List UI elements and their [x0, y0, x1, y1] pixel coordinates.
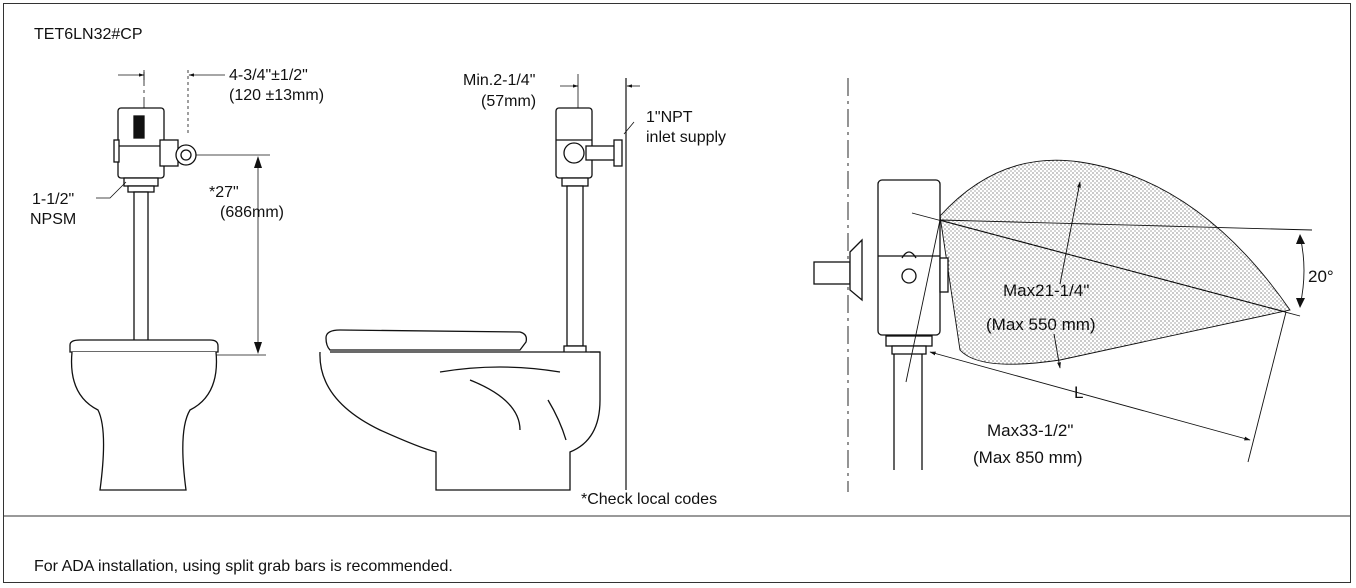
height-dimension: *27" — [209, 184, 239, 201]
model-number: TET6LN32#CP — [34, 26, 143, 43]
angle-label: 20° — [1308, 267, 1334, 286]
thread-label-type: NPSM — [30, 211, 77, 228]
distance-symbol: L — [1074, 383, 1084, 402]
footnote: *Check local codes — [581, 491, 718, 508]
side-view — [319, 74, 640, 491]
inlet-supply-label: inlet supply — [646, 129, 727, 146]
offset-dimension-mm: (120 ±13mm) — [229, 87, 325, 104]
wall-gap-dimension-mm: (57mm) — [481, 93, 537, 110]
height-dimension-mm: (686mm) — [220, 204, 285, 221]
wall-gap-dimension: Min.2-1/4" — [463, 72, 536, 89]
ada-note: For ADA installation, using split grab b… — [34, 558, 453, 575]
range-dimension: Max21-1/4" — [1003, 281, 1090, 300]
distance-dimension-mm: (Max 850 mm) — [973, 448, 1083, 467]
offset-dimension: 4-3/4"±1/2" — [229, 67, 308, 84]
distance-dimension: Max33-1/2" — [987, 421, 1074, 440]
sensor-view — [813, 78, 1313, 492]
thread-label-size: 1-1/2" — [32, 191, 75, 208]
front-view — [69, 70, 270, 491]
inlet-size-label: 1"NPT — [646, 109, 693, 126]
range-dimension-mm: (Max 550 mm) — [986, 315, 1096, 334]
